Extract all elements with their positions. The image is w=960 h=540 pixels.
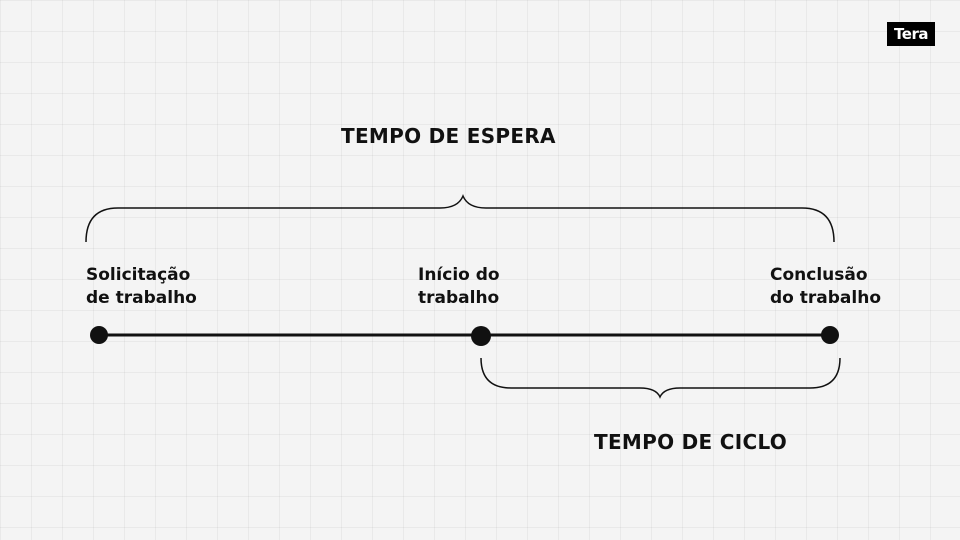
- wait-time-brace: [85, 194, 835, 243]
- stage-label-start-line2: trabalho: [418, 288, 500, 308]
- stage-label-done-line2: do trabalho: [770, 288, 881, 308]
- stage-label-done-line1: Conclusão: [770, 265, 868, 285]
- wait-time-label: TEMPO DE ESPERA: [341, 124, 556, 148]
- stage-label-start: Início do trabalho: [418, 264, 500, 310]
- stage-marker-request: [90, 326, 108, 344]
- stage-marker-done: [821, 326, 839, 344]
- stage-label-request-line1: Solicitação: [86, 265, 191, 285]
- cycle-time-label: TEMPO DE CICLO: [594, 430, 788, 454]
- stage-marker-start: [471, 326, 491, 346]
- cycle-time-brace: [480, 357, 841, 399]
- stage-label-request-line2: de trabalho: [86, 288, 197, 308]
- stage-label-start-line1: Início do: [418, 265, 500, 285]
- stage-label-request: Solicitação de trabalho: [86, 264, 197, 310]
- tera-logo: Tera: [887, 22, 935, 46]
- stage-label-done: Conclusão do trabalho: [770, 264, 881, 310]
